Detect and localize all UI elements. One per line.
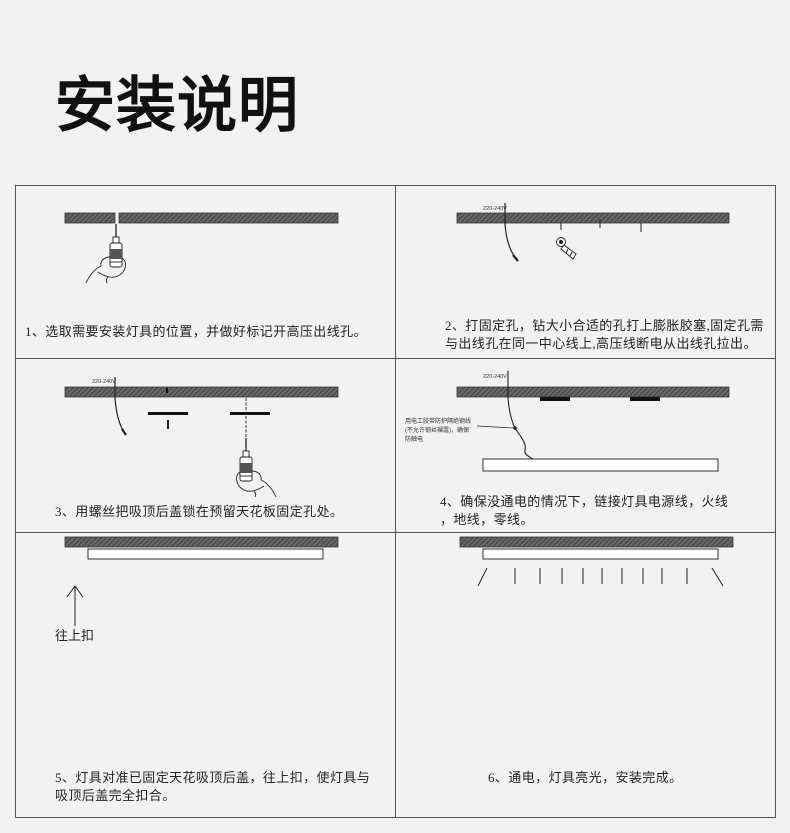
drill-icon xyxy=(236,438,277,498)
ceiling-slab xyxy=(456,212,730,224)
drill-grip xyxy=(240,463,252,473)
hand-wrist xyxy=(85,265,102,284)
power-wire xyxy=(504,203,516,258)
step-text-line: 6、通电，灯具亮光，安装完成。 xyxy=(488,770,683,785)
step-6-text: 6、通电，灯具亮光，安装完成。 xyxy=(488,769,683,787)
step-1-text: 1、选取需要安装灯具的位置，并做好标记开高压出线孔。 xyxy=(25,323,367,341)
screw-icon xyxy=(167,420,169,429)
ceiling-slab xyxy=(456,386,730,398)
light-rays xyxy=(477,567,724,587)
plug-ridge xyxy=(565,248,569,254)
drill-grip xyxy=(110,249,122,259)
step-text-line: 1、选取需要安装灯具的位置，并做好标记开高压出线孔。 xyxy=(25,324,367,339)
plug-body xyxy=(560,244,577,260)
ceiling-slab xyxy=(118,212,339,224)
wire-note-line: (不允许钢丝裸露)，确保 xyxy=(405,426,469,434)
arrow-label: 往上扣 xyxy=(55,628,95,643)
step-text-line: ，地线，零线。 xyxy=(440,512,534,527)
ceiling-slab xyxy=(64,536,339,548)
ceiling-base-plate xyxy=(148,412,188,415)
step-text-line: 2、打固定孔，钻大小合适的孔打上膨胀胶塞,固定孔需 xyxy=(445,318,764,333)
ceiling-slab xyxy=(64,212,116,224)
step-text-line: 3、用螺丝把吸顶后盖锁在预留天花板固定孔处。 xyxy=(55,504,344,519)
plug-hole xyxy=(558,239,564,245)
wire-end xyxy=(512,254,519,262)
linear-lamp xyxy=(482,458,719,472)
mounting-clip xyxy=(630,397,660,401)
arrow-up-icon xyxy=(66,585,84,626)
step-5-illustration xyxy=(64,536,339,626)
voltage-label: 220-240V xyxy=(483,206,507,212)
light-ray xyxy=(477,567,488,587)
step-text-line: 吸顶后盖完全扣合。 xyxy=(55,788,176,803)
hand-palm xyxy=(236,471,265,492)
power-wire xyxy=(114,377,125,433)
wire-note-line: 防触电 xyxy=(405,435,423,443)
wire-end xyxy=(121,428,127,436)
step-text-line: 5、灯具对准已固定天花吸顶后盖，往上扣，使灯具与 xyxy=(55,770,371,785)
step-3-text: 3、用螺丝把吸顶后盖锁在预留天花板固定孔处。 xyxy=(55,503,343,521)
linear-lamp xyxy=(482,548,719,560)
expansion-plug-icon xyxy=(556,237,577,260)
drill-chuck xyxy=(242,450,250,458)
arrow-head xyxy=(66,585,84,598)
hand-palm xyxy=(97,257,126,278)
drill-hole-mark xyxy=(166,388,168,393)
page-title: 安装说明 xyxy=(55,72,299,139)
step-4-illustration: 220-240V 用电工胶带防护隔绝钢线 (不允许钢丝裸露)，确保 防触电 xyxy=(405,371,730,472)
step-3-illustration: 220-240V xyxy=(64,377,339,498)
step-4-text: 4、确保没通电的情况下，链接灯具电源线，火线 ，地线，零线。 xyxy=(440,493,728,529)
light-ray xyxy=(711,567,724,587)
hand-wrist xyxy=(253,490,257,498)
step-grid xyxy=(15,185,776,818)
mounting-clip xyxy=(540,397,570,401)
drill-icon xyxy=(85,224,126,284)
hand-finger xyxy=(100,256,111,267)
wire-note-line: 用电工胶带防护隔绝钢线 xyxy=(405,417,471,425)
ceiling-slab xyxy=(64,386,339,398)
ceiling-base-plate xyxy=(230,412,270,415)
step-6-illustration xyxy=(459,536,734,587)
voltage-label: 220-240V xyxy=(483,374,507,380)
power-wire xyxy=(507,371,534,460)
step-1-illustration xyxy=(64,212,339,284)
step-5-text: 5、灯具对准已固定天花吸顶后盖，往上扣，使灯具与 吸顶后盖完全扣合。 xyxy=(55,769,370,805)
voltage-label: 220-240V xyxy=(92,379,116,385)
step-text-line: 与出线孔在同一中心线上,高压线断电从出线孔拉出。 xyxy=(445,336,757,351)
hand-wrist xyxy=(105,276,109,284)
plug-ridge xyxy=(569,251,573,257)
step-2-text: 2、打固定孔，钻大小合适的孔打上膨胀胶塞,固定孔需 与出线孔在同一中心线上,高压… xyxy=(445,317,764,353)
hand-wrist xyxy=(260,479,277,498)
linear-lamp xyxy=(87,548,324,560)
note-leader-line xyxy=(476,425,515,429)
hand-finger xyxy=(251,470,262,481)
ceiling-slab xyxy=(459,536,734,548)
drill-chuck xyxy=(112,236,120,244)
step-2-illustration: 220-240V xyxy=(456,203,730,262)
wire-joint xyxy=(513,426,517,430)
step-text-line: 4、确保没通电的情况下，链接灯具电源线，火线 xyxy=(440,494,729,509)
